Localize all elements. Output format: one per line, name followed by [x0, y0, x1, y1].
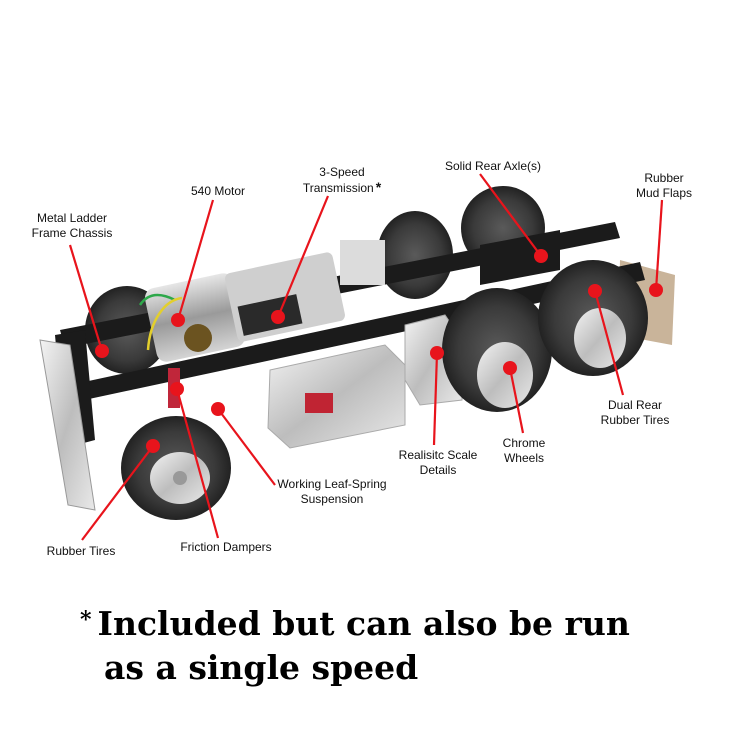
label-line: Friction Dampers	[180, 540, 272, 554]
footnote-line-1: Included but can also be run	[97, 604, 630, 643]
label-dual-rear-rubber-tires: Dual Rear Rubber Tires	[601, 398, 670, 428]
label-line: Rubber Tires	[46, 544, 116, 558]
label-rubber-mud-flaps: Rubber Mud Flaps	[636, 171, 692, 201]
label-friction-dampers: Friction Dampers	[180, 540, 271, 555]
label-line: Chrome	[502, 436, 546, 450]
footnote-line-2: as a single speed	[104, 648, 419, 687]
label-line: 3-Speed	[319, 165, 365, 179]
label-line: Realisitc Scale	[398, 448, 478, 462]
label-solid-rear-axle: Solid Rear Axle(s)	[445, 159, 541, 174]
label-text: Transmission	[302, 181, 374, 195]
label-line: Suspension	[300, 492, 364, 506]
rear-tire-front-1	[442, 288, 552, 412]
label-line: Metal Ladder	[36, 211, 108, 225]
label-chrome-wheels: Chrome Wheels	[503, 436, 546, 466]
asterisk-icon: *	[375, 179, 382, 195]
label-rubber-tires: Rubber Tires	[47, 544, 116, 559]
label-realistic-scale-details: Realisitc Scale Details	[399, 448, 478, 478]
label-metal-ladder-frame: Metal Ladder Frame Chassis	[32, 211, 113, 241]
rear-tire-back-1	[377, 211, 453, 299]
callout-dots	[95, 249, 663, 453]
label-line: Working Leaf-Spring	[277, 477, 387, 491]
footnote: *Included but can also be run as a singl…	[80, 598, 630, 690]
label-line: Dual Rear	[607, 398, 663, 412]
label-line: Transmission*	[303, 180, 381, 196]
label-working-leaf-spring: Working Leaf-Spring Suspension	[277, 477, 386, 507]
label-line: Rubber	[644, 171, 684, 185]
label-line: 540 Motor	[190, 184, 246, 198]
callout-leader-lines	[68, 173, 664, 541]
label-line: Rubber Tires	[600, 413, 670, 427]
label-line: Mud Flaps	[635, 186, 693, 200]
motor-body	[144, 273, 245, 362]
label-line: Wheels	[503, 451, 544, 465]
label-line: Solid Rear Axle(s)	[444, 159, 542, 173]
label-3-speed-transmission: 3-Speed Transmission*	[303, 165, 381, 196]
front-bumper	[39, 339, 96, 511]
label-540-motor: 540 Motor	[191, 184, 245, 199]
label-line: Details	[419, 463, 457, 477]
front-tire-near	[121, 416, 231, 520]
asterisk-icon: *	[80, 607, 92, 633]
rear-tire-front-2	[538, 260, 648, 376]
fuel-tank	[267, 344, 406, 449]
label-line: Frame Chassis	[31, 226, 113, 240]
